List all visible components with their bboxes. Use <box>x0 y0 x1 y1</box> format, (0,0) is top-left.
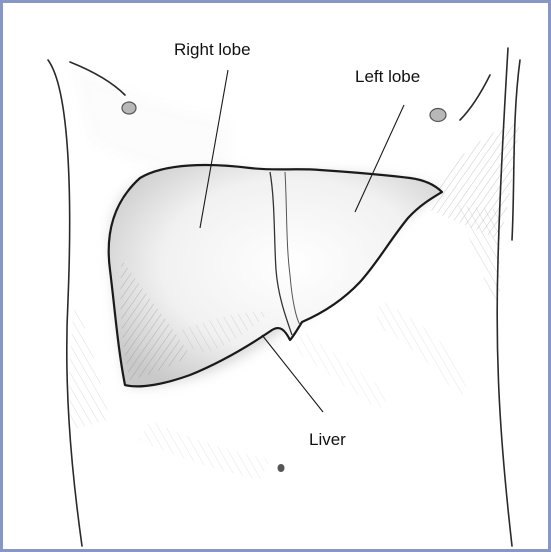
left-lobe-label: Left lobe <box>355 67 420 86</box>
liver-label: Liver <box>309 430 346 449</box>
liver <box>109 165 442 386</box>
liver-illustration: Right lobe Left lobe Liver <box>3 3 548 549</box>
right-lobe-label: Right lobe <box>174 40 251 59</box>
